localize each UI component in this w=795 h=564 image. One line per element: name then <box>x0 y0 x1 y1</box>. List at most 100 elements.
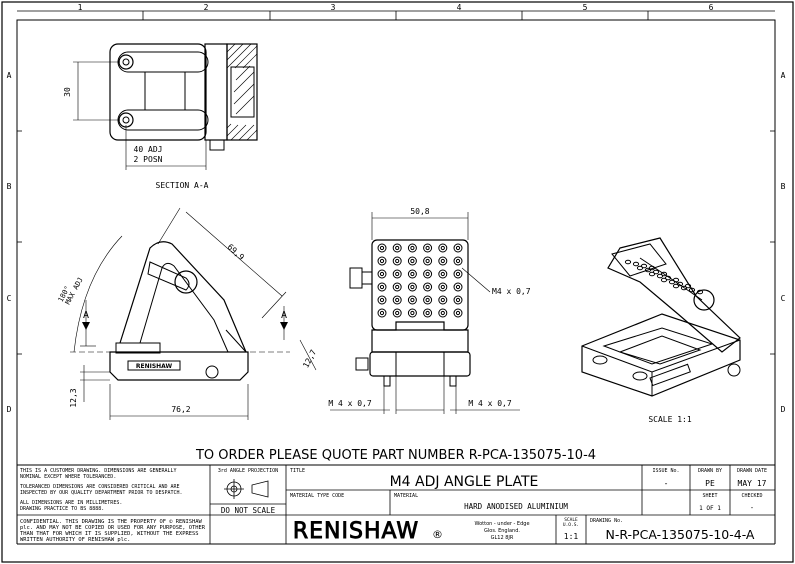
tapped-hole-core <box>379 271 385 277</box>
tapped-hole-core <box>379 258 385 264</box>
side-arm <box>119 241 247 353</box>
column-label: 5 <box>583 3 588 12</box>
tapped-hole-core <box>379 245 385 251</box>
iso-hole <box>640 263 648 269</box>
scale-uos-label-1: SCALE <box>564 517 578 523</box>
tapped-hole-core <box>425 271 430 277</box>
section-arrow <box>82 322 90 330</box>
column-label: 1 <box>78 3 83 12</box>
isometric-view: SCALE 1:1 <box>581 237 741 424</box>
tapped-hole <box>392 295 402 305</box>
tapped-hole <box>407 243 417 253</box>
section-view: 30 40 ADJ 2 POSN SECTION A-A <box>63 43 258 190</box>
tapped-hole <box>438 256 448 266</box>
tapped-hole <box>392 282 402 292</box>
dim-69-9: 69,9 <box>226 242 246 262</box>
tapped-hole <box>438 282 448 292</box>
projection-label: 3rd ANGLE PROJECTION <box>218 468 278 474</box>
tapped-hole <box>453 256 463 266</box>
dim-12-7: 12,7 <box>301 348 318 369</box>
section-arrow <box>280 322 288 330</box>
note-line: NOMINAL EXCEPT WHERE TOLERANCED. <box>20 474 116 480</box>
iso-hole <box>696 289 704 295</box>
note-line: THIS IS A CUSTOMER DRAWING. DIMENSIONS A… <box>20 468 177 474</box>
tapped-hole <box>423 282 433 292</box>
row-label: A <box>781 71 786 80</box>
material-label: MATERIAL <box>394 493 418 499</box>
tapped-hole <box>453 282 463 292</box>
bolt-hole <box>118 112 134 128</box>
iso-hole <box>676 281 684 287</box>
drawing-title: M4 ADJ ANGLE PLATE <box>390 474 539 490</box>
row-label: B <box>781 182 786 191</box>
section-letter: A <box>281 310 287 321</box>
projection-symbol <box>224 479 269 499</box>
dim-2posn: 2 POSN <box>134 155 163 164</box>
tapped-hole-core <box>410 310 415 316</box>
bolt-hole <box>118 54 134 70</box>
row-label: C <box>7 294 12 303</box>
row-label: D <box>7 405 12 414</box>
tapped-hole-core <box>379 310 385 316</box>
drawing-number: N-R-PCA-135075-10-4-A <box>606 527 755 542</box>
iso-hole <box>660 271 668 277</box>
tapped-hole <box>377 282 387 292</box>
drawn-by-value: PE <box>705 479 715 488</box>
front-view: 50,8 M4 x 0,7 M 4 x 0,7 M 4 x 0,7 <box>328 207 531 414</box>
iso-hole <box>672 277 680 283</box>
iso-holes <box>624 259 704 295</box>
note-line: DRAWING PRACTICE TO BS 8888. <box>20 506 104 512</box>
tapped-hole-core <box>379 297 385 303</box>
tapped-hole-core <box>440 310 445 316</box>
column-label: 6 <box>709 3 714 12</box>
tapped-hole <box>453 269 463 279</box>
side-screw <box>205 365 219 379</box>
tapped-hole-core <box>425 284 430 290</box>
checked-label: CHECKED <box>741 493 762 499</box>
lever-knob <box>174 270 198 294</box>
order-note: TO ORDER PLEASE QUOTE PART NUMBER R-PCA-… <box>195 448 596 463</box>
sheet-label: SHEET <box>702 493 717 499</box>
tapped-hole <box>392 269 402 279</box>
tapped-hole-core <box>395 284 400 290</box>
tapped-hole-core <box>455 258 461 264</box>
tapped-hole <box>392 256 402 266</box>
tapped-hole-core <box>440 271 445 277</box>
tapped-hole-core <box>425 258 430 264</box>
confidential-line: plc. AND MAY NOT BE COPIED OR USED FOR A… <box>20 525 206 531</box>
tapped-hole-core <box>455 284 461 290</box>
iso-hole <box>684 283 692 289</box>
iso-hole <box>648 265 656 271</box>
tapped-hole-core <box>395 310 400 316</box>
tapped-hole-core <box>395 245 400 251</box>
iso-knob <box>693 289 715 311</box>
checked-value: - <box>750 504 754 512</box>
address-line-2: Glos. England. <box>484 528 520 534</box>
tapped-hole <box>377 295 387 305</box>
address-line-1: Wotton - under - Edge <box>474 521 529 527</box>
tapped-hole-core <box>425 310 430 316</box>
confidential-line: THAN THAT FOR WHICH IT IS SUPPLIED, WITH… <box>20 531 199 537</box>
issue-value: - <box>664 479 669 488</box>
address-line-3: GL12 8JR <box>491 535 514 541</box>
tapped-hole <box>377 243 387 253</box>
row-label: B <box>7 182 12 191</box>
tapped-hole-core <box>410 284 415 290</box>
drawn-by-label: DRAWN BY <box>698 468 722 474</box>
renishaw-logo: RENISHAW <box>293 519 419 544</box>
tapped-hole-core <box>440 245 445 251</box>
tapped-hole <box>423 256 433 266</box>
do-not-scale: DO NOT SCALE <box>221 506 276 515</box>
tapped-hole-core <box>455 297 461 303</box>
dim-12-3: 12,3 <box>69 388 78 407</box>
side-slot <box>147 261 190 291</box>
row-label: A <box>7 71 12 80</box>
material-type-label: MATERIAL TYPE CODE <box>290 493 344 499</box>
column-label: 2 <box>204 3 209 12</box>
iso-brand-plate <box>649 363 691 387</box>
grid-dividers <box>17 10 775 355</box>
confidential-line: CONFIDENTIAL. THIS DRAWING IS THE PROPER… <box>20 519 202 525</box>
tapped-hole-core <box>410 245 415 251</box>
